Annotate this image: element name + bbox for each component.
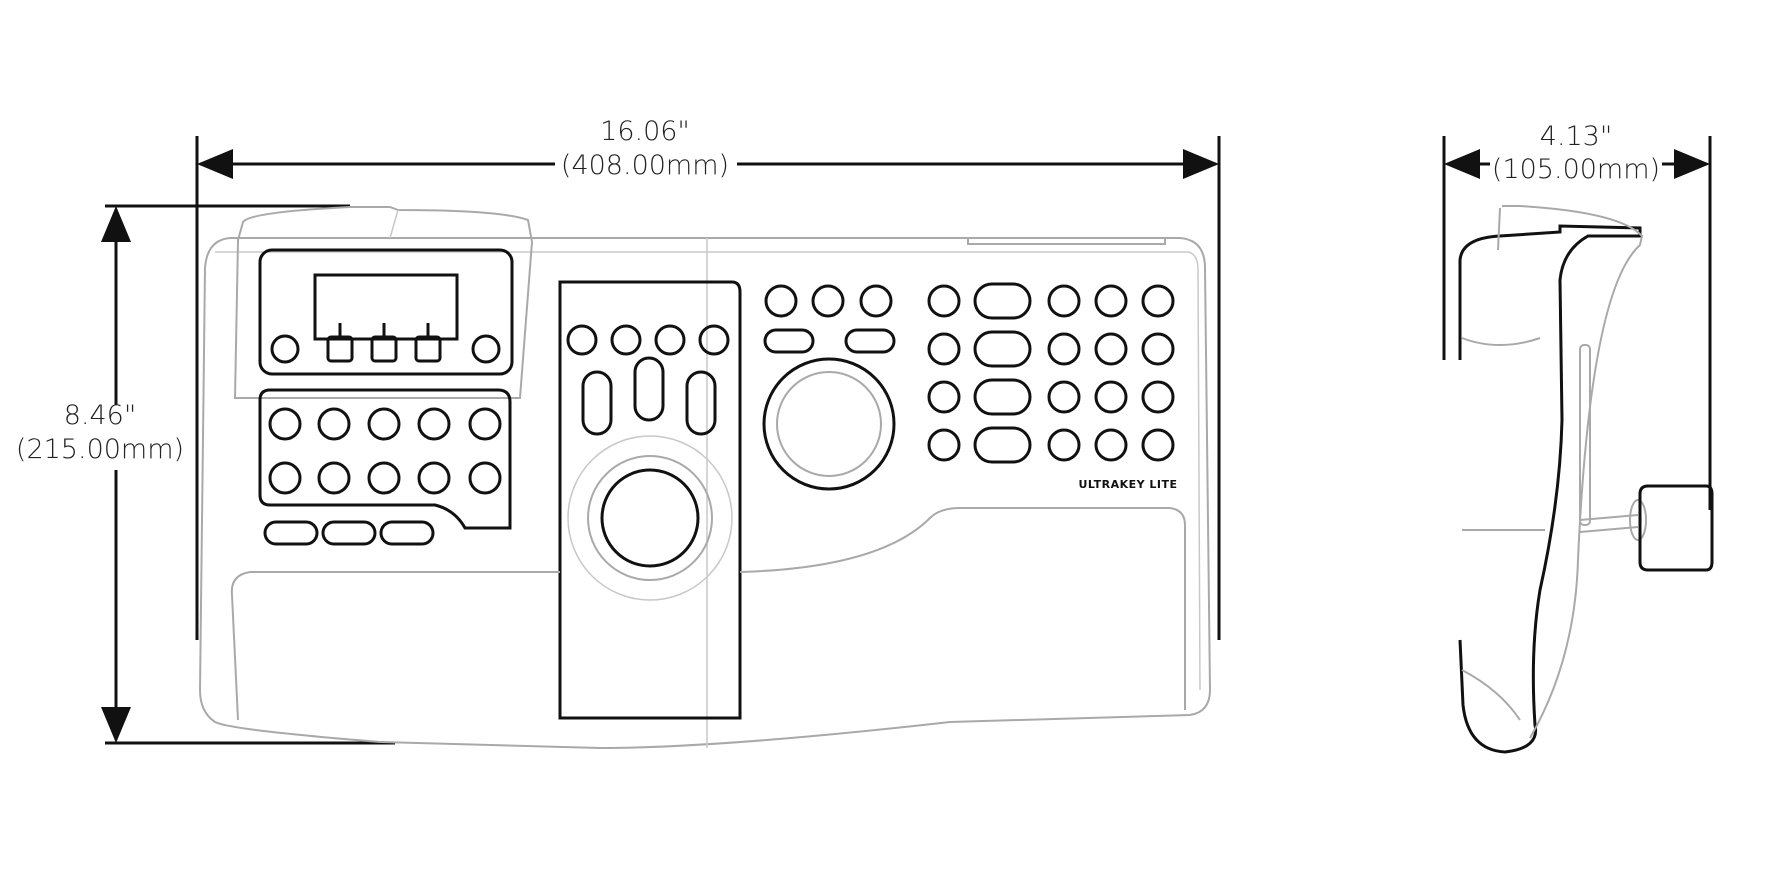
height-inches-label: 8.46" <box>64 400 137 431</box>
width-mm-label: (408.00mm) <box>561 150 729 181</box>
keypad-key[interactable] <box>1094 284 1128 318</box>
keypad-key[interactable] <box>1094 380 1128 414</box>
keypad-wide-key[interactable] <box>973 330 1032 368</box>
keyboard-housing-outline <box>198 237 1212 750</box>
joystick-collar <box>1629 499 1647 541</box>
brand-label: ULTRAKEY LITE <box>1078 478 1177 491</box>
shuttle-pill-key[interactable] <box>844 328 896 354</box>
depth-mm-label: (105.00mm) <box>1492 154 1660 185</box>
keypad-key[interactable] <box>317 407 351 441</box>
lcd-hood-outline <box>233 206 534 399</box>
keypad-key[interactable] <box>1094 332 1128 366</box>
joystick-knob[interactable] <box>600 468 700 568</box>
side-view-control-bar <box>1579 344 1591 526</box>
keypad-key[interactable] <box>417 461 451 495</box>
keypad-key[interactable] <box>317 461 351 495</box>
side-view-joystick <box>1579 484 1714 572</box>
keypad-key[interactable] <box>468 407 502 441</box>
housing-inner-edge <box>215 251 1201 691</box>
column-key[interactable] <box>610 324 642 356</box>
keyboard-side-view <box>1458 205 1714 754</box>
keypad-key[interactable] <box>367 461 401 495</box>
housing-rear-notch <box>967 238 1166 245</box>
lcd-softkey[interactable] <box>414 335 442 363</box>
jog-shuttle-inner <box>776 371 882 477</box>
top-center-keys <box>763 284 896 354</box>
height-mm-label: (215.00mm) <box>16 434 184 465</box>
height-dimension: 8.46" (215.00mm) <box>16 204 395 745</box>
rocker-key[interactable] <box>633 356 665 422</box>
keypad-key[interactable] <box>367 407 401 441</box>
lcd-softkey[interactable] <box>370 335 398 363</box>
side-view-outline <box>1458 224 1642 754</box>
left-pill-keys <box>263 520 435 546</box>
lcd-softkeys <box>326 323 442 363</box>
keypad-key[interactable] <box>1047 380 1081 414</box>
keypad-key[interactable] <box>1141 332 1175 366</box>
keypad-key[interactable] <box>468 461 502 495</box>
right-keypad-keys <box>927 282 1175 464</box>
joystick-shaft <box>1579 526 1639 533</box>
width-dimension: 16.06" (408.00mm) <box>195 116 1221 640</box>
pill-key[interactable] <box>321 520 377 546</box>
center-column-panel <box>558 280 742 720</box>
lcd-round-button-right[interactable] <box>471 334 501 364</box>
keypad-key[interactable] <box>1141 428 1175 462</box>
keypad-key[interactable] <box>1141 380 1175 414</box>
shuttle-pill-key[interactable] <box>763 328 815 354</box>
shuttle-key[interactable] <box>859 284 893 318</box>
column-key[interactable] <box>698 324 730 356</box>
joystick-bezel <box>567 435 733 601</box>
rocker-key[interactable] <box>685 370 717 436</box>
keypad-key[interactable] <box>927 284 961 318</box>
depth-inches-label: 4.13" <box>1540 121 1613 152</box>
palm-rest-outline <box>230 507 1186 721</box>
keypad-key[interactable] <box>1047 332 1081 366</box>
column-key[interactable] <box>654 324 686 356</box>
lcd-hood-seam <box>389 209 399 239</box>
joystick-handle-side[interactable] <box>1638 484 1714 572</box>
pill-key[interactable] <box>263 520 319 546</box>
left-keypad-panel <box>258 388 512 530</box>
jog-shuttle-ring[interactable] <box>762 357 896 491</box>
side-view-contours <box>1461 207 1545 721</box>
left-keypad-keys <box>268 407 502 495</box>
keypad-wide-key[interactable] <box>973 426 1032 464</box>
shuttle-key[interactable] <box>764 284 798 318</box>
lcd-panel <box>258 248 514 376</box>
rocker-key[interactable] <box>581 370 613 436</box>
center-column-keys <box>566 324 730 436</box>
shuttle-key[interactable] <box>811 284 845 318</box>
keypad-wide-key[interactable] <box>973 282 1032 320</box>
keypad-key[interactable] <box>927 380 961 414</box>
keypad-wide-key[interactable] <box>973 378 1032 416</box>
lcd-softkey[interactable] <box>326 335 354 363</box>
keypad-key[interactable] <box>1047 284 1081 318</box>
keypad-key[interactable] <box>268 407 302 441</box>
depth-dimension: 4.13" (105.00mm) <box>1442 121 1712 510</box>
keypad-key[interactable] <box>1094 428 1128 462</box>
lcd-screen <box>313 273 459 341</box>
column-key[interactable] <box>566 324 598 356</box>
keypad-key[interactable] <box>417 407 451 441</box>
width-inches-label: 16.06" <box>600 116 690 147</box>
keypad-key[interactable] <box>1141 284 1175 318</box>
joystick-ring <box>587 455 713 581</box>
keypad-key[interactable] <box>927 332 961 366</box>
keypad-key[interactable] <box>268 461 302 495</box>
joystick-shaft <box>1579 514 1639 521</box>
keyboard-front-view: ULTRAKEY LITE <box>198 206 1212 750</box>
pill-key[interactable] <box>379 520 435 546</box>
keypad-key[interactable] <box>927 428 961 462</box>
side-view-hood <box>1502 205 1644 739</box>
lcd-round-button-left[interactable] <box>270 334 300 364</box>
keypad-key[interactable] <box>1047 428 1081 462</box>
